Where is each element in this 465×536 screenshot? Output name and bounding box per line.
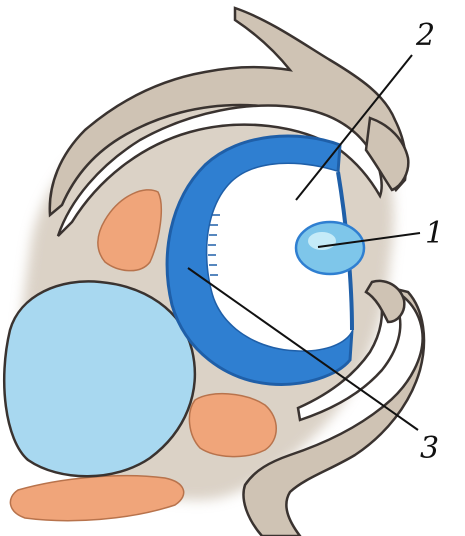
orange-patch-lower	[189, 394, 276, 457]
callout-label-2: 2	[415, 18, 435, 53]
orange-patch-bottom	[10, 476, 183, 521]
callout-label-1: 1	[425, 216, 444, 251]
callout-label-3: 3	[420, 431, 439, 466]
